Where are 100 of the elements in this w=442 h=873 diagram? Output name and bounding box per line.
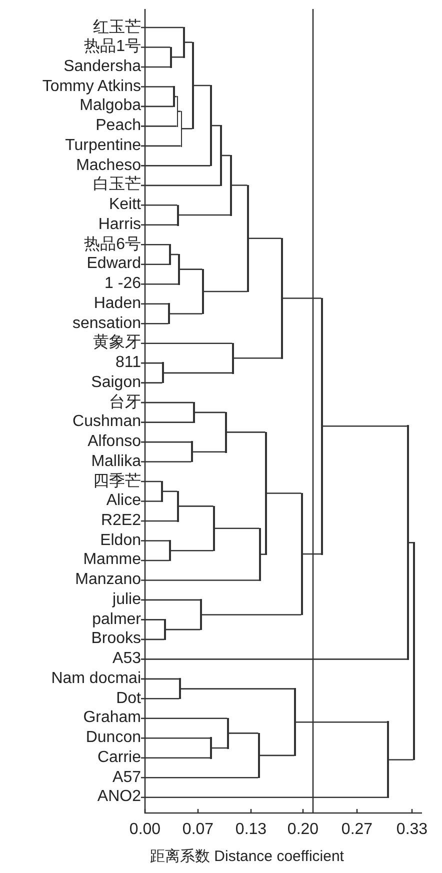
dendrogram-branch [211, 124, 220, 126]
dendrogram-branch [141, 46, 170, 48]
dendrogram-branch [141, 362, 162, 364]
dendrogram-branch [169, 313, 202, 314]
cultivar-label: sensation [72, 314, 141, 334]
dendrogram-branch [194, 412, 226, 414]
cultivar-label: Manzano [75, 570, 141, 590]
cultivar-label: Cushman [72, 412, 141, 432]
dendrogram-branch [141, 520, 178, 522]
dendrogram-branch [141, 776, 258, 778]
dendrogram-branch [141, 638, 164, 640]
dendrogram-branch [141, 106, 174, 108]
cultivar-label: A57 [112, 768, 141, 788]
dendrogram-branch [193, 84, 210, 86]
cultivar-label: ANO2 [97, 787, 141, 808]
cultivar-label: Dot [116, 688, 141, 709]
dendrogram-branch [295, 721, 388, 723]
dendrogram-branch [226, 432, 266, 433]
cultivar-label: Sandersha [64, 56, 141, 77]
cultivar-label: Malgoba [80, 96, 141, 116]
dendrogram-branch [141, 658, 408, 660]
dendrogram-branch [141, 26, 184, 28]
dendrogram-branch [178, 506, 214, 507]
dendrogram-branch [388, 759, 414, 760]
dendrogram-branch [141, 224, 178, 226]
cultivar-label: Carrie [97, 748, 141, 768]
dendrogram-branch [141, 580, 260, 581]
cultivar-label: Brooks [91, 629, 141, 650]
cultivar-label: Nam docmai [51, 668, 141, 689]
dendrogram-branch [141, 204, 178, 206]
cultivar-label: palmer [92, 610, 141, 630]
dendrogram-branch [201, 614, 302, 616]
dendrogram-branch [141, 796, 388, 798]
dendrogram-branch [141, 322, 168, 324]
tick-label: 0.33 [395, 820, 429, 840]
dendrogram-branch [141, 599, 200, 601]
cultivar-label: Alice [106, 491, 141, 512]
cultivar-label: Tommy Atkins [42, 76, 141, 97]
cultivar-label: 台牙 [109, 392, 141, 413]
cultivar-label: 四季芒 [93, 472, 141, 492]
dendrogram-branch [180, 688, 294, 690]
cultivar-label: R2E2 [100, 511, 141, 531]
dendrogram-branch [141, 86, 174, 88]
cultivar-label: Eldon [100, 530, 141, 551]
axis-title: 距离系数 Distance coefficient [150, 847, 344, 867]
cultivar-label: Mallika [91, 452, 141, 472]
dendrogram-branch [141, 698, 180, 700]
dendrogram-branch [231, 184, 248, 186]
dendrogram-branch [141, 283, 178, 285]
dendrogram-branch [141, 303, 168, 304]
dendrogram-branch [233, 358, 282, 359]
tick-label: 0.07 [181, 820, 215, 840]
dendrogram-branch [141, 244, 170, 246]
dendrogram-branch [141, 461, 192, 462]
dendrogram-branch [141, 184, 220, 186]
tick-label: 0.00 [128, 820, 162, 840]
cultivar-label: Turpentine [65, 136, 141, 156]
tick-label: 0.20 [286, 820, 320, 840]
dendrogram-branch [163, 372, 232, 374]
dendrogram-branch [141, 422, 194, 423]
dendrogram-branch [165, 628, 200, 630]
dendrogram-branch [141, 382, 162, 384]
cultivar-label: 811 [115, 353, 141, 374]
cultivar-label: 黄象牙 [93, 333, 141, 354]
dendrogram-branch [162, 490, 178, 492]
cultivar-label: Mamme [83, 550, 141, 570]
cultivar-label: Haden [94, 294, 141, 314]
dendrogram-branch [184, 42, 192, 43]
cultivar-label: 热品1号 [84, 37, 141, 58]
cultivar-label: A53 [112, 649, 141, 670]
dendrogram-branch [266, 492, 302, 494]
tick-label: 0.27 [340, 820, 374, 840]
dendrogram-branch [141, 145, 181, 147]
dendrogram-branch [141, 165, 210, 166]
cultivar-label: Graham [83, 708, 141, 728]
cultivar-label: 1 -26 [104, 274, 141, 294]
dendrogram-branch [178, 110, 181, 112]
dendrogram-branch [141, 126, 177, 127]
tick-label: 0.13 [234, 820, 268, 840]
cultivar-label: 白玉芒 [93, 175, 141, 196]
dendrogram-branch [203, 290, 248, 292]
dendrogram-branch [322, 425, 408, 427]
dendrogram-branch [141, 678, 180, 680]
dendrogram-branch [228, 732, 258, 734]
cultivar-label: Alfonso [88, 432, 141, 452]
dendrogram-branch [141, 264, 170, 266]
dendrogram-branch [282, 298, 322, 299]
dendrogram-branch [141, 738, 210, 739]
dendrogram-branch [141, 480, 162, 482]
dendrogram-branch [179, 268, 202, 270]
cultivar-label: Harris [98, 214, 141, 235]
dendrogram-branch [141, 560, 170, 562]
dendrogram-branch [214, 528, 260, 530]
cultivar-label: Duncon [86, 728, 141, 748]
dendrogram-branch [259, 754, 294, 756]
dendrogram-branch [248, 238, 282, 240]
cultivar-label: Keitt [108, 195, 141, 216]
dendrogram-branch [302, 553, 322, 555]
cultivar-label: 热品6号 [84, 234, 141, 255]
dendrogram-branch [211, 747, 228, 749]
